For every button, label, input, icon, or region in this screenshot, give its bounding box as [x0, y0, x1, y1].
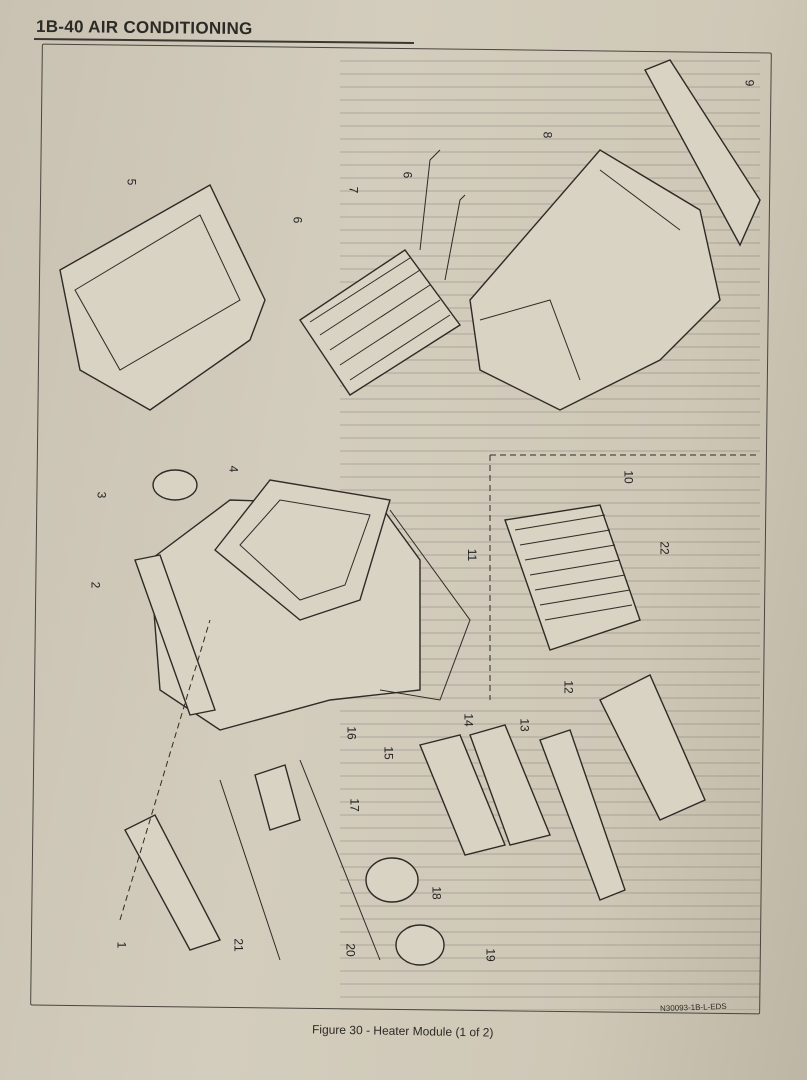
callout-22: 22: [657, 541, 672, 555]
part-frame-4: [214, 479, 391, 621]
part-bracket: [644, 59, 761, 247]
callout-13: 13: [517, 718, 532, 732]
callout-6: 6: [290, 216, 305, 224]
part-filter-frame-12: [599, 674, 706, 821]
part-17: [254, 764, 301, 831]
callout-9: 9: [742, 79, 757, 87]
part-actuator-3: [152, 469, 198, 501]
part-lower-case: [469, 149, 721, 411]
part-actuator-19: [395, 924, 445, 966]
part-heater-core: [299, 249, 462, 396]
callout-20: 20: [343, 943, 358, 957]
part-evaporator: [504, 504, 641, 651]
part-1: [124, 814, 221, 951]
part-upper-case: [59, 184, 266, 411]
part-13: [539, 729, 626, 901]
callout-2: 2: [88, 581, 103, 589]
callout-5: 5: [124, 178, 139, 186]
callout-10: 10: [621, 470, 636, 484]
callout-3: 3: [94, 491, 109, 499]
callout-1: 1: [114, 941, 129, 949]
part-actuator-18: [365, 857, 419, 903]
callout-16: 16: [344, 726, 359, 740]
callout-18: 18: [429, 886, 444, 900]
callout-17: 17: [347, 798, 362, 812]
callout-12: 12: [561, 680, 576, 694]
callout-14: 14: [461, 713, 476, 727]
callout-4: 4: [226, 465, 241, 473]
callout-8: 8: [540, 131, 555, 139]
part-duct-2: [134, 554, 216, 716]
callout-19: 19: [483, 948, 498, 962]
callout-11: 11: [465, 548, 480, 562]
callout-6: 6: [400, 171, 415, 179]
callout-7: 7: [346, 186, 361, 194]
part-pad-15: [419, 734, 506, 856]
callout-15: 15: [381, 746, 396, 760]
callout-21: 21: [231, 938, 246, 952]
part-pad-14: [469, 724, 551, 846]
